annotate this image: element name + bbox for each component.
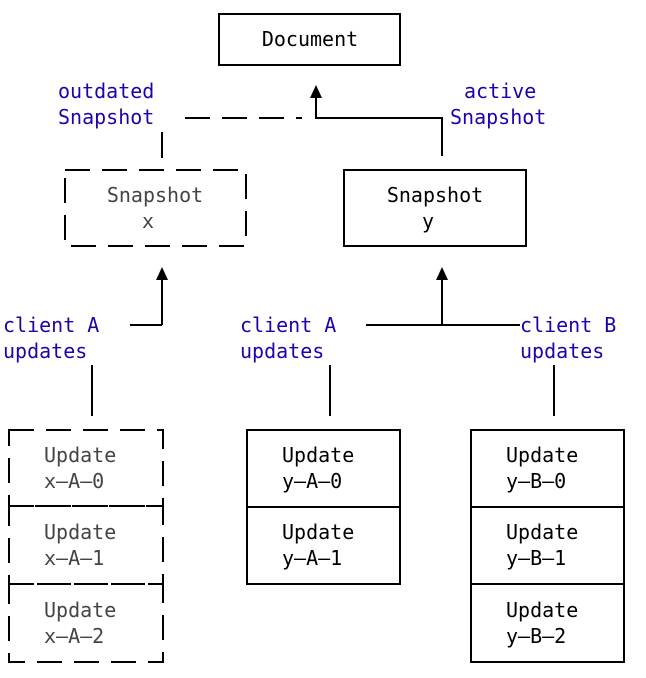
- update-y-a-0-line1: Update: [282, 443, 354, 467]
- update-y-a-1-box: [246, 506, 401, 585]
- update-y-a-1-line2: y–A–1: [282, 546, 342, 570]
- update-y-a-1-line1: Update: [282, 520, 354, 544]
- document-node: Document: [218, 13, 401, 66]
- arrowhead-document: [310, 85, 322, 98]
- outdated-snapshot-line1: outdated: [58, 79, 154, 103]
- updates-y-b-stack: Update y–B–0 Update y–B–1 Update y–B–2: [470, 429, 625, 663]
- snapshot-y-line1: Snapshot: [387, 183, 483, 207]
- update-x-a-1-box: [8, 505, 164, 585]
- update-y-a-0-line2: y–A–0: [282, 469, 342, 493]
- client-a-x-line1: client A: [3, 313, 99, 337]
- connectors: [91, 98, 555, 416]
- edge-labels: outdated Snapshot active Snapshot client…: [3, 79, 616, 363]
- update-y-b-2-line1: Update: [506, 598, 578, 622]
- snapshot-x-box: [64, 169, 247, 247]
- update-y-b-0-line2: y–B–0: [506, 469, 566, 493]
- update-x-a-0-line2: x–A–0: [44, 469, 104, 493]
- outdated-snapshot-line2: Snapshot: [58, 105, 154, 129]
- client-b-y-line1: client B: [520, 313, 616, 337]
- client-a-x-line2: updates: [3, 339, 87, 363]
- update-x-a-0-line1: Update: [44, 443, 116, 467]
- arrowheads: [156, 85, 448, 280]
- updates-x-stack: Update x–A–0 Update x–A–1 Update x–A–2: [8, 429, 164, 663]
- client-a-y-line1: client A: [240, 313, 336, 337]
- snapshot-x-line1: Snapshot: [107, 183, 203, 207]
- client-b-y-line2: updates: [520, 339, 604, 363]
- update-y-b-1-line1: Update: [506, 520, 578, 544]
- update-y-b-2-box: [470, 583, 625, 663]
- snapshot-y-box: [343, 169, 527, 247]
- update-x-a-1-line2: x–A–1: [44, 546, 104, 570]
- client-a-y-line2: updates: [240, 339, 324, 363]
- connector-active-to-document: [315, 98, 443, 156]
- arrowhead-snapshot-y: [436, 267, 448, 280]
- update-x-a-2-line1: Update: [44, 598, 116, 622]
- active-snapshot-line1: active: [464, 79, 536, 103]
- snapshot-y-line2: y: [422, 209, 434, 233]
- document-label: Document: [262, 27, 358, 51]
- update-y-b-0-line1: Update: [506, 443, 578, 467]
- snapshot-x-line2: x: [142, 209, 154, 233]
- updates-y-a-stack: Update y–A–0 Update y–A–1: [246, 429, 401, 585]
- update-x-a-2-line2: x–A–2: [44, 624, 104, 648]
- update-y-b-1-line2: y–B–1: [506, 546, 566, 570]
- snapshot-x-node: Snapshot x: [64, 169, 247, 247]
- update-x-a-1-line1: Update: [44, 520, 116, 544]
- update-x-a-2-box: [8, 583, 164, 663]
- arrowhead-snapshot-x: [156, 267, 168, 280]
- active-snapshot-line2: Snapshot: [450, 105, 546, 129]
- update-x-a-0-box: [8, 429, 164, 507]
- document-box: [218, 13, 401, 66]
- update-y-b-2-line2: y–B–2: [506, 624, 566, 648]
- snapshot-y-node: Snapshot y: [343, 169, 527, 247]
